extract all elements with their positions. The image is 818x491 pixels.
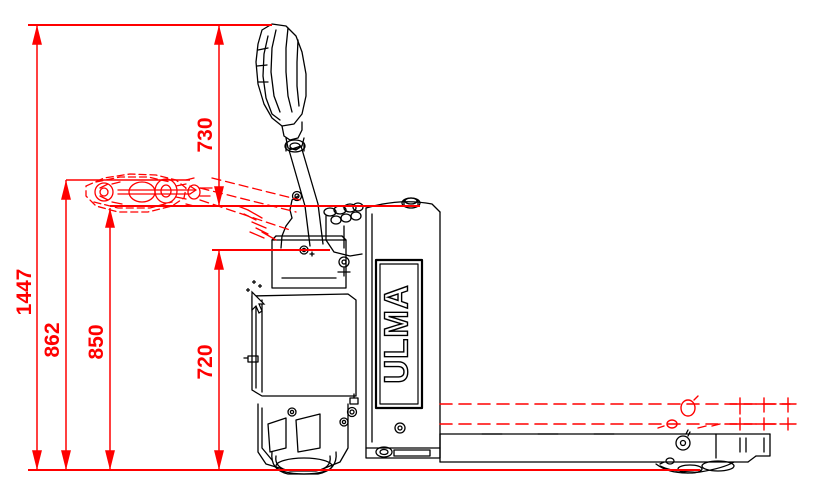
control-box: [271, 235, 347, 289]
side-access-panel: [251, 293, 357, 397]
dim-label-720: 720: [194, 344, 217, 379]
machine-outline: [243, 23, 771, 475]
dimension-labels: 1447 862 850 730 720: [13, 117, 217, 379]
dimension-lines: [28, 24, 700, 471]
dim-tiller-lowered-height: [61, 180, 71, 470]
ulma-nameplate-frame: [374, 258, 424, 410]
drive-unit-cover: [257, 403, 349, 471]
mouse-cursor-icon: [246, 280, 266, 314]
phantom-geometry: [85, 173, 797, 431]
phantom-tiller-head-detail: [94, 177, 213, 207]
phantom-raised-fork: [439, 403, 791, 425]
stabilizer-bracket: [346, 393, 359, 418]
dim-tiller-upper-segment: [214, 25, 224, 206]
tiller-head-icon: [255, 23, 307, 151]
dim-label-850: 850: [85, 324, 108, 359]
ulma-brand-label: ULMA: [378, 284, 415, 383]
dim-tiller-reach-height: [105, 208, 115, 470]
load-roller: [655, 429, 735, 474]
tiller-arm: [288, 145, 324, 247]
dim-label-1447: 1447: [13, 269, 36, 316]
tiller-pivot-joint: [284, 139, 306, 153]
dim-overall-height: [32, 25, 42, 470]
side-fixture: [243, 355, 259, 363]
dim-chassis-height: [214, 250, 224, 470]
hydraulic-base: [365, 422, 441, 459]
phantom-fork-tip: [657, 395, 797, 431]
dim-label-730: 730: [194, 117, 217, 152]
fork-assembly: [439, 433, 771, 463]
dim-label-862: 862: [41, 322, 64, 357]
phantom-tiller-shaft: [199, 177, 301, 231]
